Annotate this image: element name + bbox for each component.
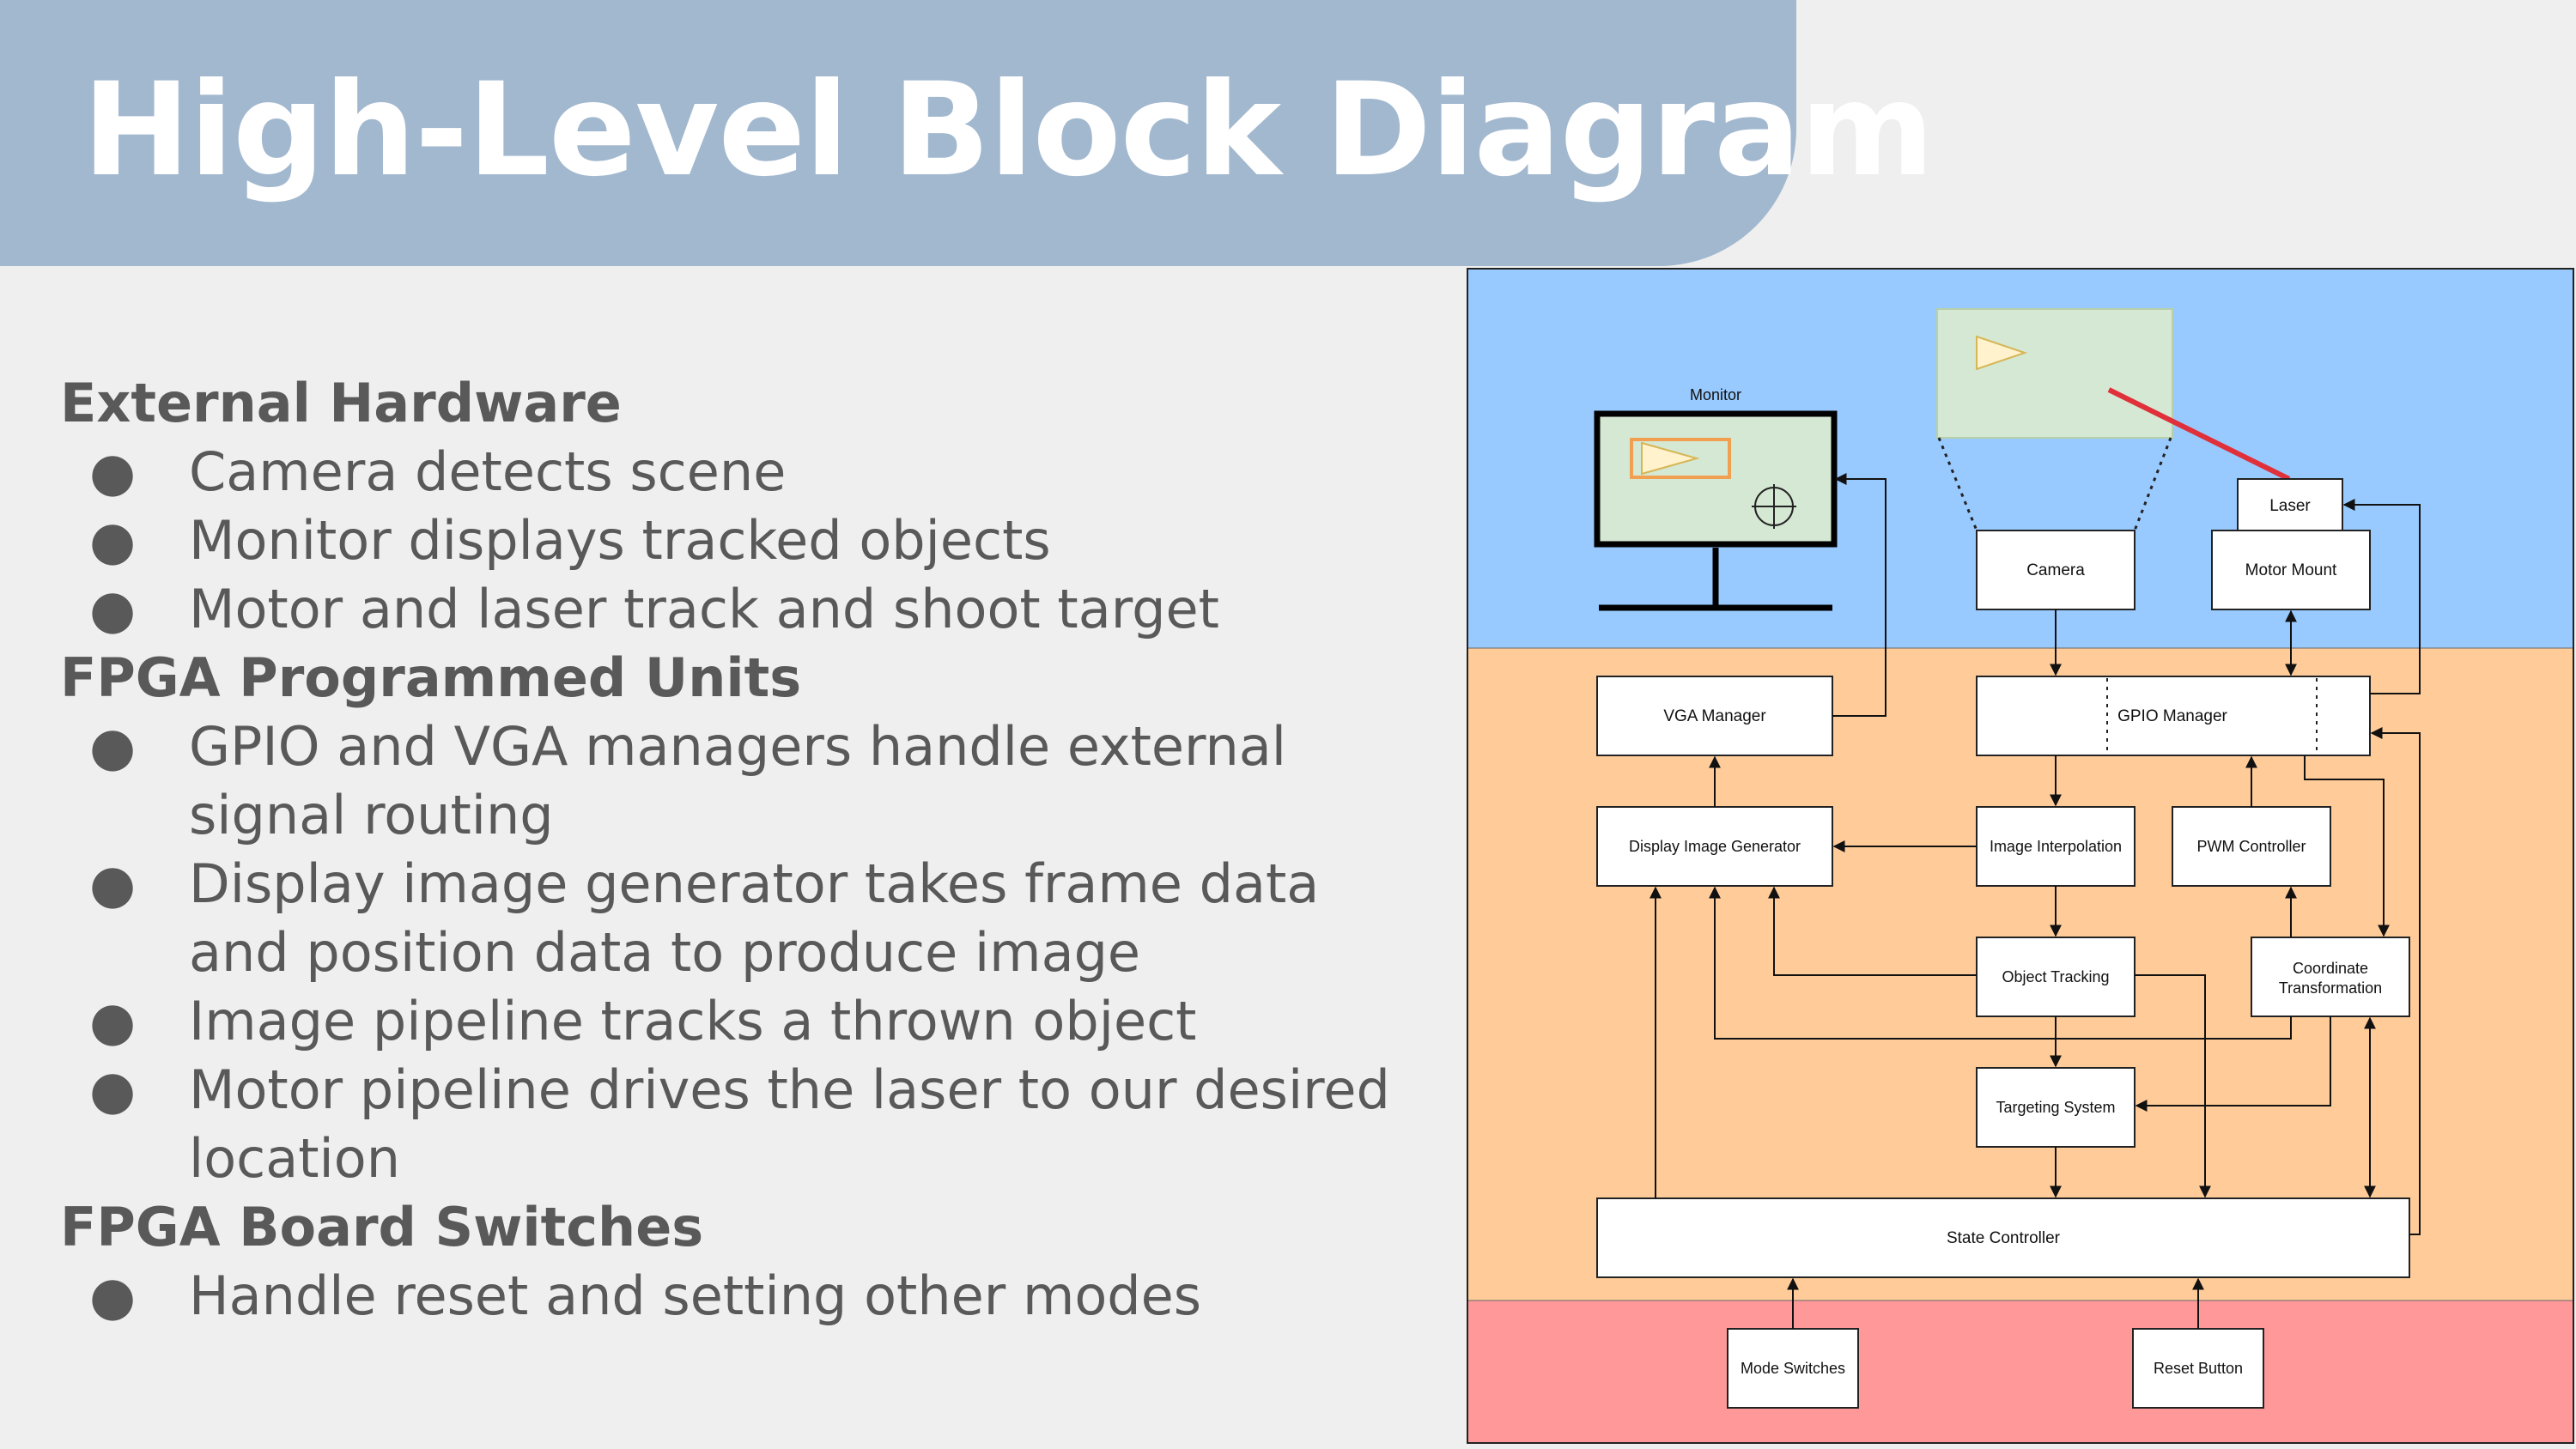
section-heading: FPGA Board Switches [60, 1196, 704, 1258]
section-heading: FPGA Programmed Units [60, 646, 802, 709]
svg-text:GPIO Manager: GPIO Manager [2117, 707, 2227, 725]
targeting-system-block: Targeting System [1976, 1067, 2136, 1148]
pwm-controller-block: PWM Controller [2172, 806, 2331, 887]
block-diagram: Monitor Laser Camera Motor Mount VGA Man… [1467, 268, 2574, 1444]
bullet-icon: ● [89, 509, 137, 572]
list-item: ●Motor and laser track and shoot target [60, 575, 1434, 644]
svg-text:Motor Mount: Motor Mount [2245, 561, 2337, 579]
list-item: ●Camera detects scene [60, 438, 1434, 506]
page-title: High-Level Block Diagram [82, 56, 1935, 205]
gpio-manager-block: GPIO Manager [1976, 676, 2371, 756]
svg-text:Coordinate: Coordinate [2293, 960, 2368, 977]
switches-zone [1468, 1300, 2573, 1442]
svg-text:Display Image Generator: Display Image Generator [1629, 838, 1801, 855]
svg-text:Targeting System: Targeting System [1996, 1099, 2115, 1116]
list-item: ●Image pipeline tracks a thrown object [60, 987, 1434, 1056]
display-image-generator-block: Display Image Generator [1596, 806, 1833, 887]
motor-mount-block: Motor Mount [2211, 530, 2371, 610]
monitor-label: Monitor [1690, 386, 1741, 403]
crosshair-icon [1752, 484, 1796, 529]
bullet-icon: ● [89, 715, 137, 778]
monitor-device: Monitor [1594, 386, 1838, 611]
coordinate-transformation-block: Coordinate Transformation [2251, 937, 2410, 1017]
bullet-icon: ● [89, 852, 137, 915]
bullet-icon: ● [89, 1264, 137, 1327]
section-heading: External Hardware [60, 372, 622, 434]
section-fpga-programmed-units: FPGA Programmed Units ●GPIO and VGA mana… [60, 644, 1434, 1193]
tracked-object-icon [1976, 335, 2028, 371]
image-interpolation-block: Image Interpolation [1976, 806, 2136, 887]
connector-lines [1649, 473, 2421, 1329]
svg-text:Object Tracking: Object Tracking [2002, 968, 2109, 985]
bullet-icon: ● [89, 440, 137, 503]
svg-text:Reset Button: Reset Button [2154, 1360, 2243, 1377]
section-fpga-board-switches: FPGA Board Switches ●Handle reset and se… [60, 1193, 1434, 1331]
svg-text:Mode Switches: Mode Switches [1741, 1360, 1845, 1377]
title-banner: High-Level Block Diagram [0, 0, 1935, 266]
svg-text:PWM Controller: PWM Controller [2196, 838, 2306, 855]
laser-beam [2107, 387, 2291, 482]
bullet-icon: ● [89, 1058, 137, 1121]
svg-text:Image Interpolation: Image Interpolation [1990, 838, 2122, 855]
laser-block: Laser [2237, 478, 2343, 531]
list-item: ●Motor pipeline drives the laser to our … [60, 1056, 1434, 1193]
svg-text:Camera: Camera [2026, 561, 2085, 579]
bullet-icon: ● [89, 990, 137, 1052]
svg-text:VGA Manager: VGA Manager [1663, 707, 1766, 725]
list-item: ●Display image generator takes frame dat… [60, 850, 1434, 987]
mode-switches-block: Mode Switches [1727, 1328, 1859, 1409]
camera-block: Camera [1976, 530, 2136, 610]
state-controller-block: State Controller [1596, 1197, 2410, 1278]
reset-button-block: Reset Button [2132, 1328, 2264, 1409]
vga-manager-block: VGA Manager [1596, 676, 1833, 756]
bullet-content: External Hardware ●Camera detects scene … [60, 369, 1434, 1331]
svg-text:Transformation: Transformation [2279, 979, 2382, 997]
list-item: ●Monitor displays tracked objects [60, 506, 1434, 575]
bullet-icon: ● [89, 578, 137, 640]
section-external-hardware: External Hardware ●Camera detects scene … [60, 369, 1434, 644]
svg-text:Laser: Laser [2269, 497, 2311, 515]
scene-view [1936, 308, 2291, 531]
list-item: ●Handle reset and setting other modes [60, 1262, 1434, 1331]
svg-text:State Controller: State Controller [1947, 1229, 2061, 1247]
object-tracking-block: Object Tracking [1976, 937, 2136, 1017]
block-diagram-svg: Monitor Laser Camera Motor Mount VGA Man… [1468, 270, 2573, 1442]
